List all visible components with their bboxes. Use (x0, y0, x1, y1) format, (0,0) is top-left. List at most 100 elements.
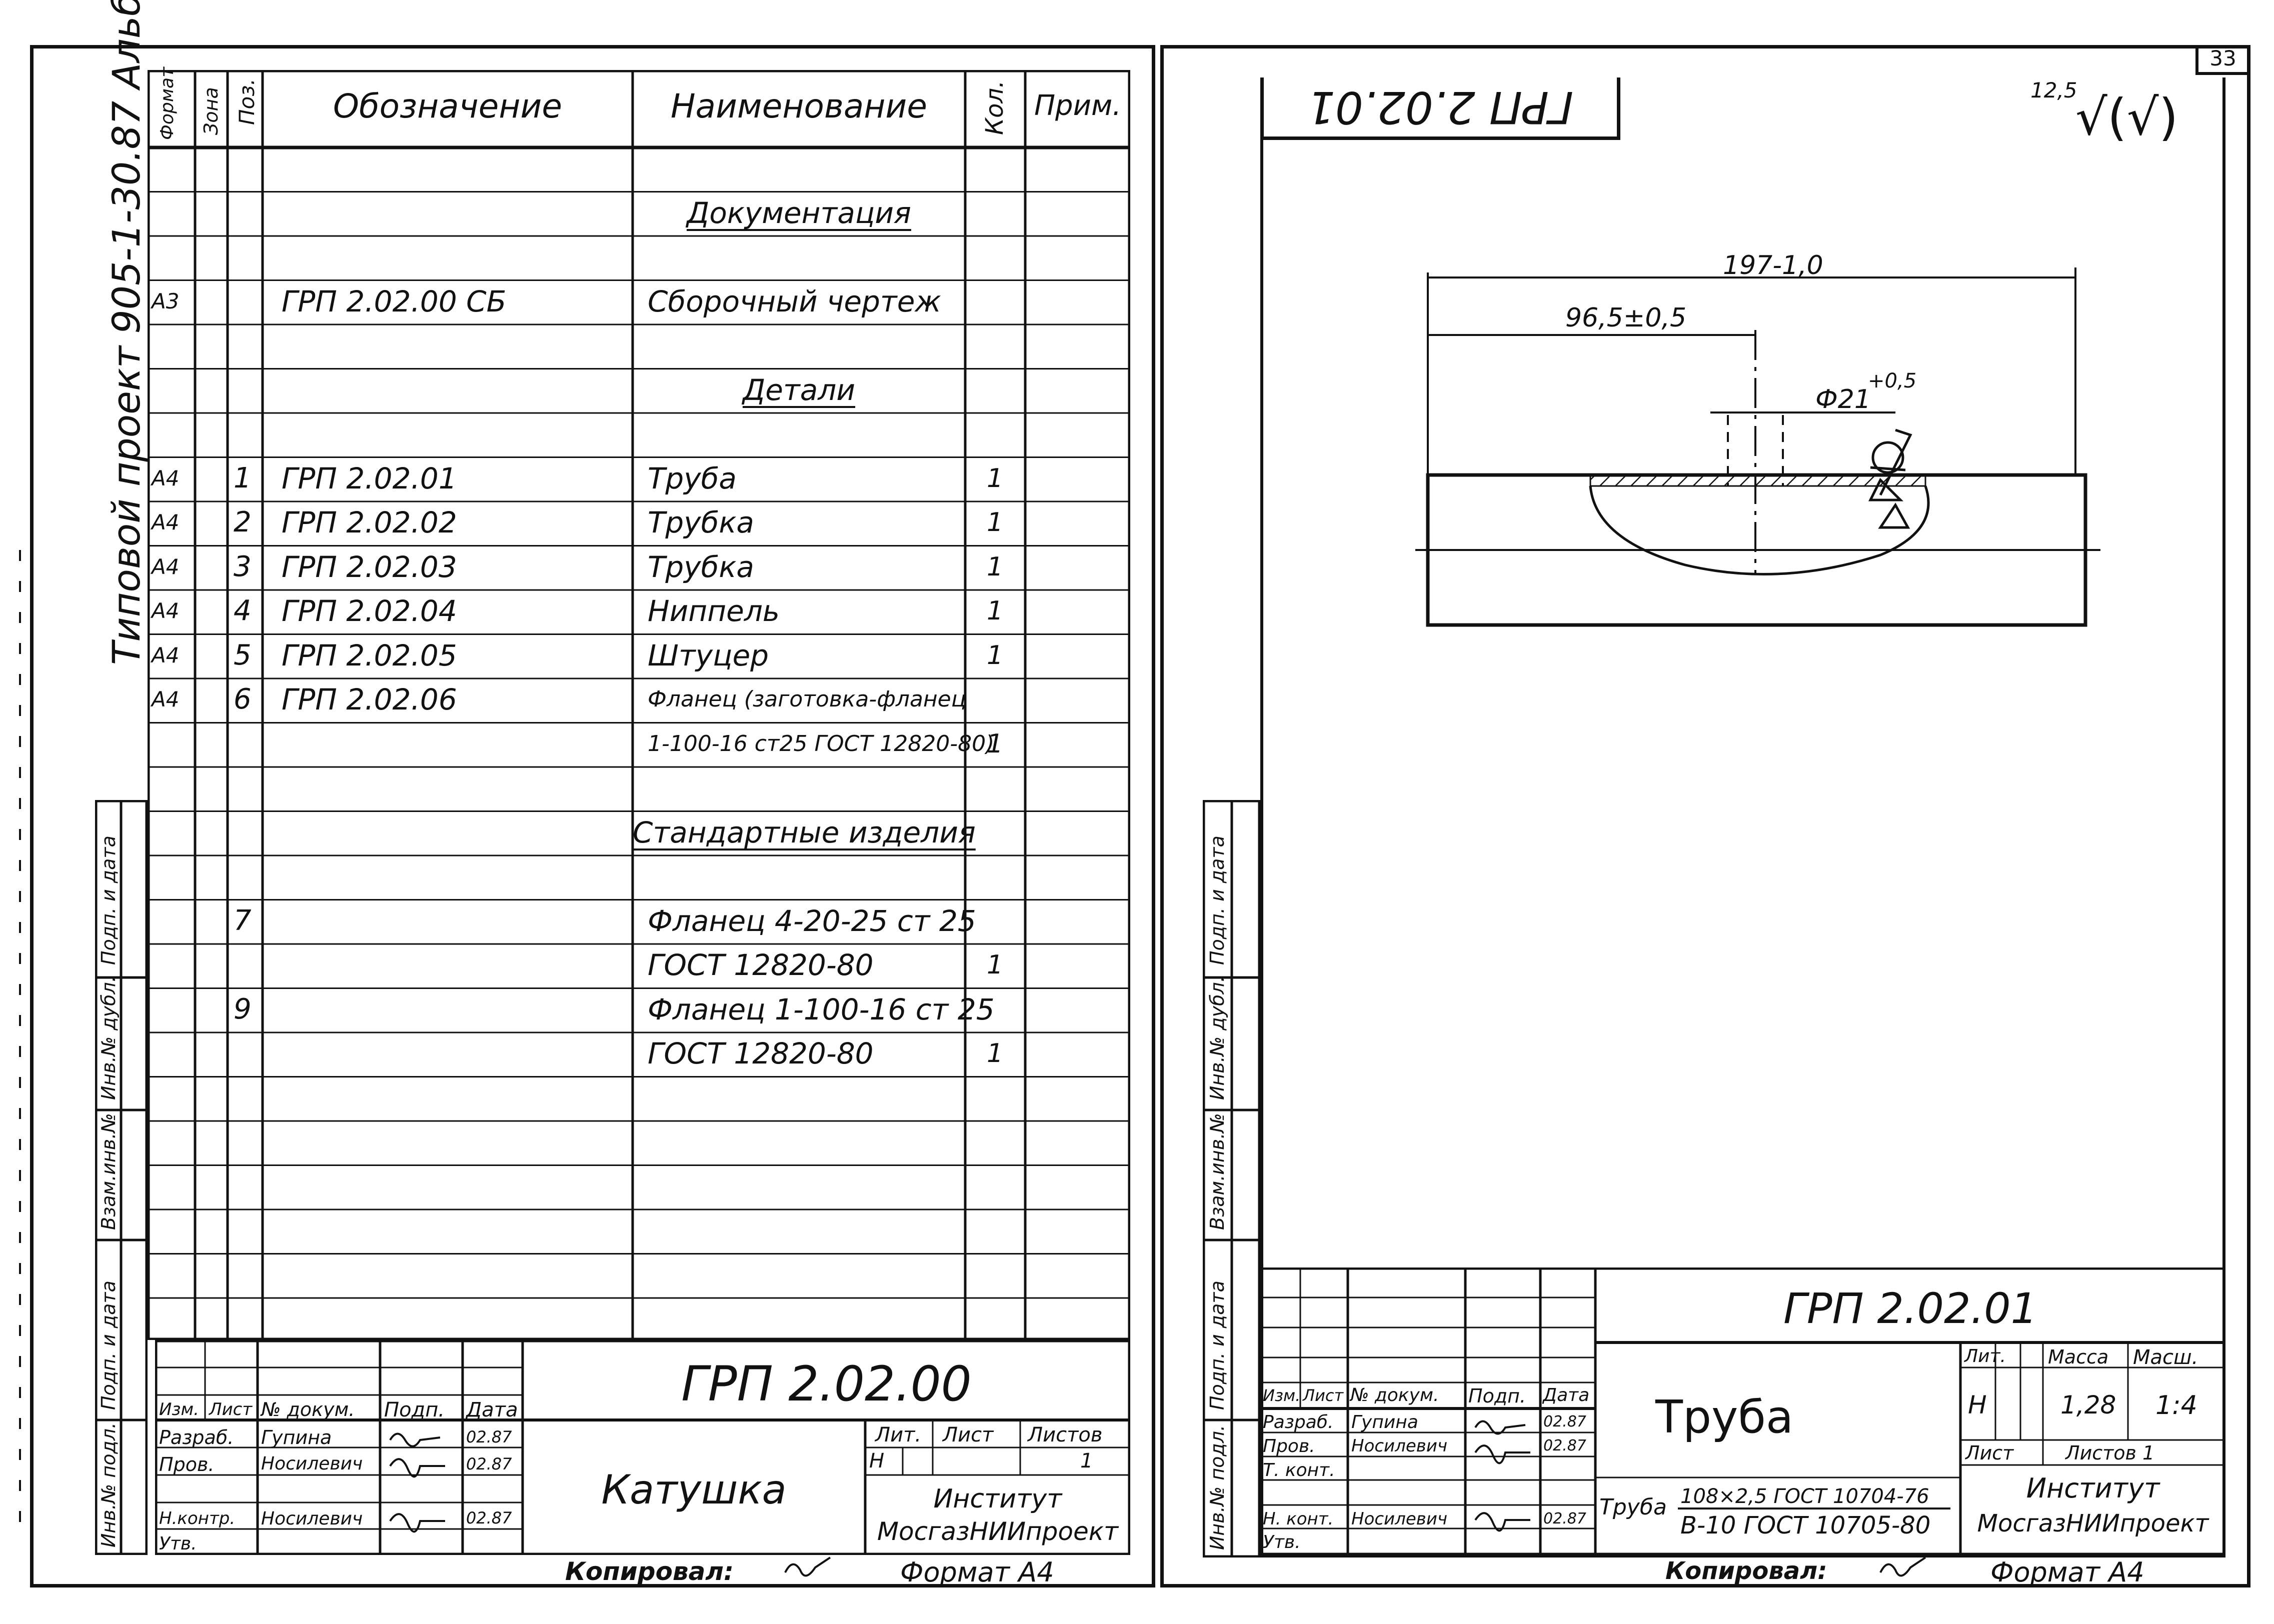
right-tb-lit: Лит. (1964, 1346, 2006, 1366)
right-copied: Копировал: (1665, 1557, 1827, 1585)
left-tb-date: Дата (466, 1398, 518, 1422)
left-tb-doc: № докум. (261, 1398, 355, 1420)
left-stamp-5: Инв.№ подл. (98, 1422, 120, 1548)
right-tb-sign: Подп. (1468, 1385, 1526, 1407)
spec-table-grid (148, 70, 1130, 1340)
spec-row-name: Трубка (648, 550, 754, 584)
spec-row-pos: 5 (234, 638, 252, 672)
spec-row-pos: 7 (234, 904, 252, 937)
left-titleblock: Изм. Лист № докум. Подп. Дата Разраб. Гу… (155, 1340, 1130, 1555)
right-tb-sheets: Листов 1 (2065, 1442, 2155, 1464)
right-tb-scale: Масш. (2133, 1346, 2198, 1369)
left-tb-person2: Носилевич (261, 1454, 363, 1474)
header-format: Формат (157, 66, 178, 140)
spec-row-format: А4 (152, 642, 180, 668)
spec-row-qty: 1 (987, 463, 1004, 494)
right-tb-org2: МосгазНИИпроект (1977, 1510, 2209, 1538)
spec-row-name: Документация (687, 196, 911, 230)
spec-row-designation: ГРП 2.02.00 СБ (282, 284, 507, 318)
right-tb-org1: Институт (2026, 1472, 2160, 1504)
right-tb-mass: Масса (2048, 1346, 2109, 1368)
right-tb-sheet: Лист (1965, 1442, 2014, 1464)
spec-row-qty: 1 (987, 640, 1004, 670)
left-tb-role4: Утв. (159, 1534, 197, 1554)
dim-total: 197-1,0 (1723, 250, 1823, 280)
spec-row-name: Сборочный чертеж (648, 284, 941, 318)
right-stamp-3: Взам.инв.№ (1206, 1113, 1228, 1230)
left-tb-izm: Изм. (159, 1400, 199, 1420)
right-tb-role4: Н. конт. (1263, 1509, 1334, 1529)
left-tb-signatures (389, 1432, 445, 1533)
right-tb-person2: Носилевич (1351, 1436, 1448, 1456)
spec-row-name: 1-100-16 ст25 ГОСТ 12820-80) (648, 730, 995, 756)
spec-row-qty: 1 (987, 596, 1004, 626)
right-tb-date4: 02.87 (1543, 1510, 1586, 1528)
spec-row-designation: ГРП 2.02.05 (282, 638, 457, 672)
spec-row-designation: ГРП 2.02.03 (282, 550, 457, 584)
right-tb-material-top: 108×2,5 ГОСТ 10704-76 (1680, 1485, 1929, 1508)
spec-row-name: Труба (648, 461, 737, 496)
left-copied: Копировал: (565, 1557, 734, 1586)
dim-dia: Ф21 (1815, 384, 1871, 414)
spec-row-format: А3 (152, 288, 180, 314)
spec-row-pos: 4 (234, 594, 252, 628)
spec-row-format: А4 (152, 598, 180, 624)
spec-row-format: А4 (152, 510, 180, 535)
left-tb-date2: 02.87 (466, 1454, 512, 1474)
right-tb-role5: Утв. (1263, 1532, 1301, 1552)
spec-row-name: Стандартные изделия (633, 815, 976, 850)
header-designation: Обозначение (333, 87, 562, 126)
spec-row-format: А4 (152, 466, 180, 490)
left-tb-sheet: Лист (943, 1424, 994, 1446)
page-number: 33 (2209, 46, 2236, 70)
right-tb-material-bottom: В-10 ГОСТ 10705-80 (1680, 1512, 1931, 1540)
left-tb-sign: Подп. (384, 1398, 445, 1422)
right-tb-date1: 02.87 (1543, 1413, 1586, 1430)
spec-row-qty: 1 (987, 1038, 1004, 1069)
spec-row-pos: 9 (234, 992, 252, 1026)
spec-row-designation: ГРП 2.02.06 (282, 682, 457, 717)
header-name: Наименование (671, 87, 927, 126)
right-tb-izm: Изм. (1263, 1386, 1301, 1405)
spec-row-format: А4 (152, 554, 180, 579)
spec-table: Формат Зона Поз. Обозначение Наименовани… (148, 66, 1130, 1340)
right-stamp-2: Инв.№ дубл. (1206, 976, 1228, 1100)
spec-row-pos: 1 (234, 462, 252, 494)
spec-row-format: А4 (152, 687, 180, 712)
left-sheet-frame (30, 45, 1155, 1588)
spec-row-qty: 1 (987, 508, 1004, 538)
spec-row-designation: ГРП 2.02.02 (282, 506, 457, 540)
spec-row-qty: 1 (987, 728, 1004, 759)
left-stamp-1: Подп. и дата (98, 836, 120, 965)
left-stamp-2: Инв.№ дубл. (98, 976, 120, 1100)
spec-row-name: Фланец 1-100-16 ст 25 (648, 992, 995, 1026)
right-tb-person1: Гупина (1351, 1412, 1418, 1432)
right-tb-scale-val: 1:4 (2155, 1390, 2197, 1420)
left-tb-date3: 02.87 (466, 1508, 512, 1528)
dim-dia-tol: +0,5 (1868, 370, 1917, 392)
dim-half: 96,5±0,5 (1565, 303, 1687, 333)
left-tb-date1: 02.87 (466, 1428, 512, 1446)
page-number-box (2195, 45, 2250, 75)
header-pos: Поз. (235, 78, 259, 125)
right-tb-role1: Разраб. (1263, 1412, 1334, 1432)
left-stamp-4: Подп. и дата (98, 1280, 120, 1410)
right-side-stamp: Подп. и дата Инв.№ дубл. Взам.инв.№ Подп… (1203, 800, 1260, 1558)
right-tb-person4: Носилевич (1351, 1509, 1448, 1529)
right-tb-date: Дата (1543, 1385, 1590, 1406)
left-tb-org2: МосгазНИИпроект (877, 1517, 1119, 1546)
right-tb-role3: Т. конт. (1263, 1460, 1335, 1480)
right-tb-doc: № докум. (1350, 1385, 1439, 1406)
right-tb-date2: 02.87 (1543, 1437, 1586, 1454)
left-tb-name: Катушка (601, 1466, 787, 1513)
left-tb-sheets: Листов (1028, 1424, 1103, 1446)
header-zone: Зона (200, 87, 222, 135)
left-tb-lit-val: Н (869, 1450, 885, 1472)
right-tb-role2: Пров. (1263, 1436, 1315, 1456)
spec-row-name: Фланец 4-20-25 ст 25 (648, 904, 976, 938)
right-sheet-frame (1160, 45, 2250, 1588)
left-tb-role3: Н.контр. (159, 1508, 236, 1528)
spec-row-pos: 2 (234, 506, 252, 539)
spec-row-name: Детали (742, 372, 856, 407)
roughness-value: 12,5 (2030, 78, 2077, 102)
